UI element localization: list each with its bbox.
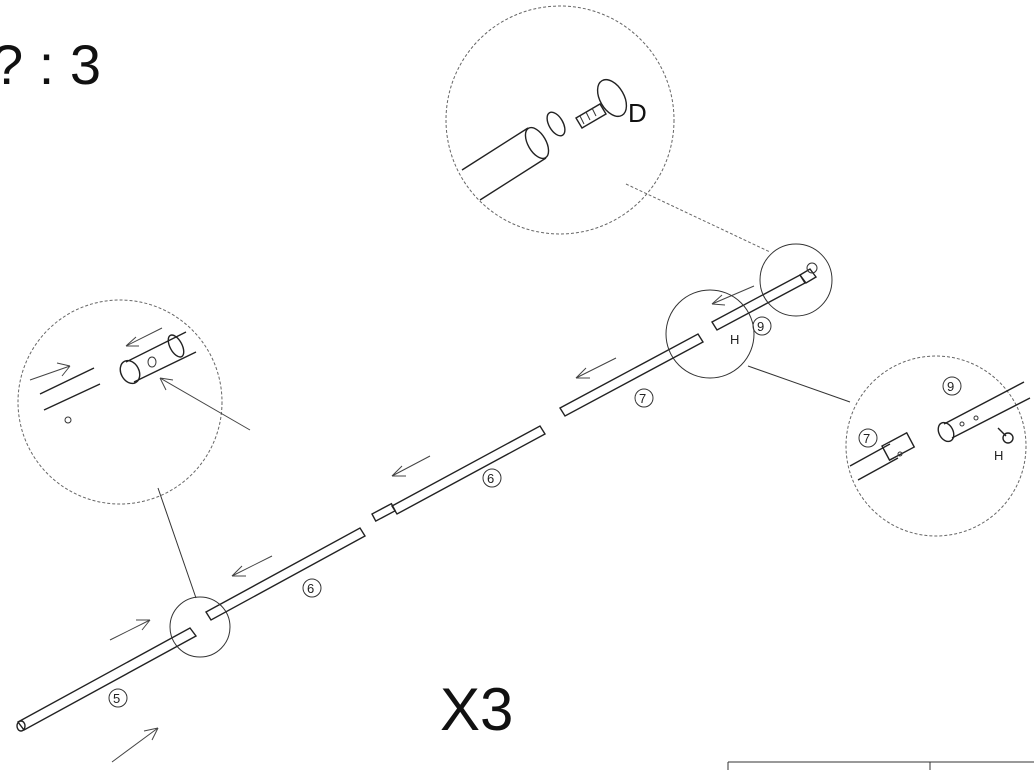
pole-segment-6-upper	[391, 425, 546, 515]
part-number-9: 9	[757, 319, 764, 334]
arrow-head-icon	[711, 294, 726, 306]
arrow-head-icon	[575, 367, 590, 379]
part-callout-7: 7	[634, 388, 654, 408]
main-pole	[16, 262, 818, 732]
upper-tube-edges	[125, 331, 197, 383]
detail-ring-joint-7-9	[665, 289, 755, 379]
part-letter-h: H	[994, 448, 1003, 463]
part-callout-9-main: 9	[752, 316, 772, 336]
connector-end	[119, 359, 141, 385]
pole-segment-6-lower	[205, 527, 366, 621]
parts-table-fragment	[727, 761, 1034, 770]
tube-collar	[167, 334, 185, 358]
part-number-6: 6	[307, 581, 314, 596]
lower-tube-edges	[39, 367, 101, 411]
part-letter-d: D	[628, 98, 647, 128]
arrow-icon	[711, 285, 755, 305]
part-letter-h: H	[730, 332, 739, 347]
top-screw	[798, 268, 818, 284]
detail-bubble-pin	[17, 299, 251, 505]
arrow-icon	[29, 362, 71, 381]
tube-edges	[461, 127, 547, 201]
detail-bubble-7-9: 9 7 H	[845, 355, 1031, 537]
pole-segment-7	[559, 333, 704, 417]
arrow-head-icon	[143, 727, 159, 741]
part-number-7: 7	[639, 391, 646, 406]
arrow-icon	[125, 327, 163, 347]
arrow-icon	[111, 727, 159, 763]
detail-ring-bottom	[169, 596, 231, 658]
quantity-label: X3	[440, 676, 513, 743]
arrow-head-icon	[136, 619, 151, 631]
washer-icon	[546, 111, 566, 137]
tube-9-edges	[943, 381, 1031, 439]
pole-segment-5	[16, 627, 198, 731]
leader-line-right	[747, 365, 851, 403]
arrow-icon	[231, 555, 273, 577]
tube-end	[524, 126, 550, 160]
detail-ring-top	[759, 243, 833, 317]
leader-line-top	[625, 183, 771, 253]
tube-9-end	[937, 421, 955, 443]
part-number-6: 6	[487, 471, 494, 486]
part-number-9: 9	[947, 379, 954, 394]
arrow-head-icon	[391, 465, 406, 477]
leader-line-left	[157, 487, 197, 599]
arrow-head-icon	[231, 565, 246, 577]
arrow-icon	[575, 357, 617, 379]
part-callout-6-upper: 6	[482, 468, 502, 488]
tube-7-edges	[849, 443, 899, 481]
step-heading: ? : 3	[0, 33, 101, 96]
bolt-head-icon	[596, 78, 628, 118]
part-callout-6-lower: 6	[302, 578, 322, 598]
screw-h-head	[1002, 432, 1014, 444]
part-callout-5: 5	[108, 688, 128, 708]
pole-segment-9	[711, 274, 806, 331]
top-screw-head	[806, 262, 818, 274]
direction-arrows	[109, 285, 755, 763]
pole-end-cap	[16, 720, 26, 732]
part-number-5: 5	[113, 691, 120, 706]
arrow-icon	[109, 619, 151, 641]
detail-bubble-d: D	[445, 5, 675, 235]
arrow-icon	[391, 455, 431, 477]
part-number-7: 7	[863, 431, 870, 446]
arrow-icon	[159, 377, 251, 431]
